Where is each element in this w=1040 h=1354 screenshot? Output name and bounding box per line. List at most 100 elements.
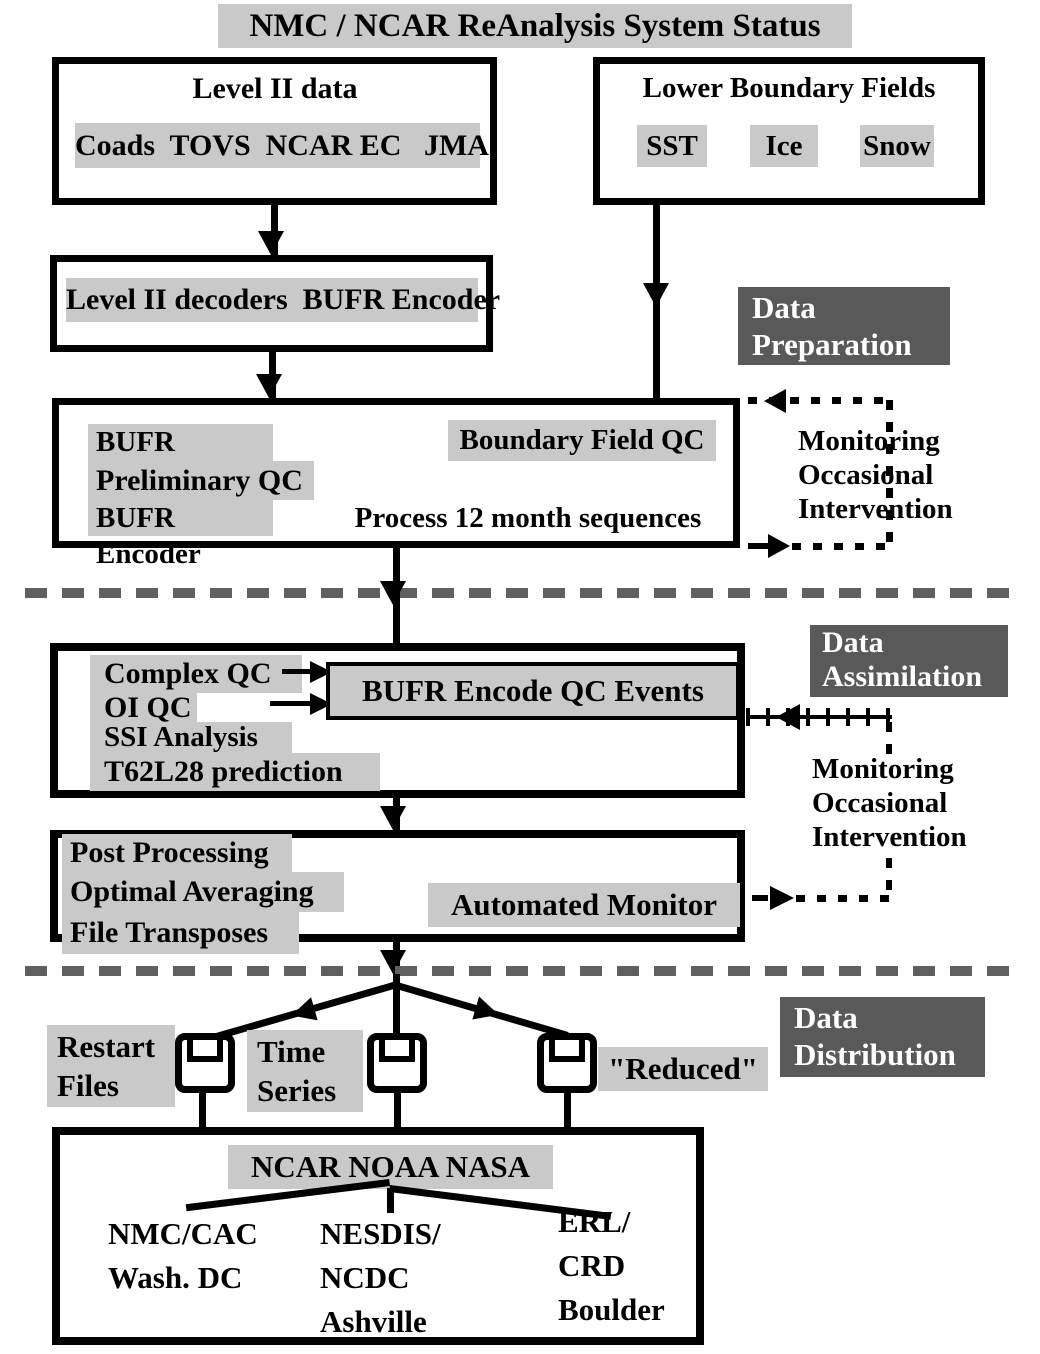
arrowhead-prep-assim [380,581,406,605]
post-processing-label: Post Processing [62,834,292,872]
connector-level2-decoders [271,205,278,255]
monitor-loop1-left-arrowhead [764,389,786,413]
monitor-loop2-hatched-arrow [746,704,892,730]
monitor-loop1-bottom-stub [748,543,768,549]
automated-monitor-label: Automated Monitor [428,883,740,927]
level2-data-box [52,57,497,205]
preliminary-qc-label: Preliminary QC [88,461,314,500]
lower-boundary-box [593,57,985,205]
site1-line2: Wash. DC [108,1260,243,1295]
restart-files-label: Restart Files [47,1025,175,1107]
assimilation-box [50,643,745,798]
site2-line3: Ashville [320,1304,427,1339]
sst-chip: SST [637,125,707,167]
monitor-loop2-vertical-dots-a [886,722,892,756]
restart-disk-stem [199,1093,206,1127]
arrowhead-boundary-prep [643,283,669,307]
monitoring2-line3: Intervention [812,821,967,853]
stage-assimilation-line2: Assimilation [822,660,983,693]
decoders-box [50,255,493,352]
stage-divider-2 [25,966,1015,976]
disk-notch-icon [187,1040,223,1062]
site2-line1: NESDIS/ [320,1216,441,1251]
time-series-label: Time Series [247,1030,363,1112]
page-title: NMC / NCAR ReAnalysis System Status [218,4,852,48]
level2-data-title: Level II data [192,72,358,105]
monitor-loop1-bottom-dots [792,543,890,550]
stage-data-distribution: Data Distribution [780,997,985,1077]
site3-line1: ERL/ [558,1204,631,1239]
time-series-line1: Time [257,1034,326,1069]
oi-qc-label: OI QC [90,693,197,723]
snow-chip: Snow [860,125,934,167]
complex-qc-arrow-line [282,669,318,674]
archive-fan-center-line [387,1188,394,1213]
file-transposes-label: File Transposes [62,912,299,954]
t62l28-prediction-label: T62L28 prediction [90,753,380,791]
boundary-field-qc-label: Boundary Field QC [448,420,716,461]
level2-sources-label: Coads TOVS NCAR EC JMA [75,123,489,168]
site1-line1: NMC/CAC [108,1216,258,1251]
preparation-box [52,398,740,548]
reduced-disk-stem [564,1093,571,1127]
process-note: Process 12 month sequences [354,502,702,534]
oi-qc-arrow-line [270,701,318,706]
site3-line2: CRD [558,1248,626,1283]
complex-qc-label: Complex QC [90,655,302,693]
arrowhead-assim-post [380,806,406,830]
monitoring2-line1: Monitoring [812,753,954,785]
stage-data-preparation: Data Preparation [738,287,950,365]
stage-preparation-line2: Preparation [752,327,912,362]
monitoring-note-2: Monitoring Occasional Intervention [812,752,987,854]
stage-distribution-line1: Data [794,1000,858,1035]
branch-right-arrowhead [472,996,503,1027]
monitor-loop1-top-dots [748,397,892,404]
monitoring1-line1: Monitoring [798,425,940,457]
restart-line2: Files [57,1068,119,1103]
monitor-loop2-bottom-stub [752,895,768,901]
time-series-disk-icon [367,1033,427,1093]
stage-data-assimilation: Data Assimilation [810,625,1008,697]
bufr-decoder-label: BUFR Decoder [88,424,273,495]
branch-left-arrowhead [287,997,318,1027]
stage-preparation-line1: Data [752,290,816,325]
monitor-loop2-bottom-dots [796,895,892,902]
decoders-label: Level II decoders BUFR Encoder [66,278,500,322]
reduced-disk-icon [537,1033,597,1093]
ice-chip: Ice [750,125,818,167]
site-nmc-cac: NMC/CAC Wash. DC [108,1212,308,1300]
stage-assimilation-line1: Data [822,626,884,659]
bufr-encoder-label: BUFR Encoder [88,500,273,570]
time-series-disk-stem [394,1093,401,1127]
branch-center-line [393,974,400,1035]
stage-divider-1 [25,588,1015,598]
site3-line3: Boulder [558,1292,665,1327]
monitoring-note-1: Monitoring Occasional Intervention [798,424,973,526]
reduced-label: "Reduced" [598,1047,768,1091]
monitoring1-line3: Intervention [798,493,953,525]
post-processing-box [50,830,745,942]
monitor-loop2-right-arrowhead [770,886,794,910]
monitoring2-line2: Occasional [812,787,948,819]
monitor-loop2-left-arrowhead [776,704,800,730]
ncar-noaa-nasa-header: NCAR NOAA NASA [228,1145,553,1189]
arrowhead-level2-decoders [258,231,284,255]
site-erl-crd: ERL/ CRD Boulder [558,1200,758,1332]
bufr-encode-qc-events-box: BUFR Encode QC Events [326,662,740,720]
archive-box [52,1127,704,1345]
disk-notch-icon [379,1040,415,1062]
restart-line1: Restart [57,1029,156,1064]
monitoring1-line2: Occasional [798,459,934,491]
monitor-loop1-vertical-dots [886,400,893,547]
lower-boundary-title: Lower Boundary Fields [642,72,936,104]
arrowhead-decoders-prep [256,374,282,398]
stage-distribution-line2: Distribution [794,1037,956,1072]
optimal-averaging-label: Optimal Averaging [62,872,344,912]
site-nesdis-ncdc: NESDIS/ NCDC Ashville [320,1212,520,1344]
site2-line2: NCDC [320,1260,410,1295]
ssi-analysis-label: SSI Analysis [90,722,292,753]
monitor-loop2-ticks [746,708,892,726]
time-series-line2: Series [257,1073,337,1108]
disk-notch-icon [549,1040,585,1062]
